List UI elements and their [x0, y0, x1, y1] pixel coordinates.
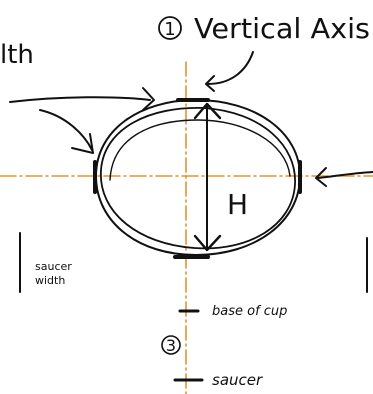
step-three-circle [161, 335, 181, 355]
height-marker: H [227, 188, 248, 221]
outer-ellipse [95, 99, 301, 256]
vertical-axis-pointer-arrow [207, 51, 254, 85]
step-one-number: 1 [164, 19, 175, 40]
left-upper-arrowhead [142, 87, 155, 111]
saucer-width-label-line2: width [35, 274, 65, 287]
left-lower-arrowhead [71, 133, 94, 154]
right-arrow [317, 171, 373, 179]
left-lower-arrow [39, 109, 93, 151]
vertical-axis-label: Vertical Axis [194, 12, 370, 45]
height-arrow-top [193, 102, 222, 120]
height-arrow-bottom [193, 234, 222, 252]
inner-ellipse-second-line [109, 119, 291, 181]
step-one-circle [158, 16, 182, 40]
step-three-number: 3 [166, 336, 176, 355]
saucer-width-label-line1: saucer [35, 260, 72, 273]
left-upper-arrow [9, 96, 151, 103]
base-of-cup-label: base of cup [212, 304, 287, 319]
inner-ellipse [100, 107, 296, 250]
right-arrowhead [315, 167, 327, 187]
width-label-fragment: lth [0, 40, 34, 70]
saucer-label: saucer [212, 371, 263, 389]
vertical-axis-pointer-arrowhead [205, 75, 215, 92]
